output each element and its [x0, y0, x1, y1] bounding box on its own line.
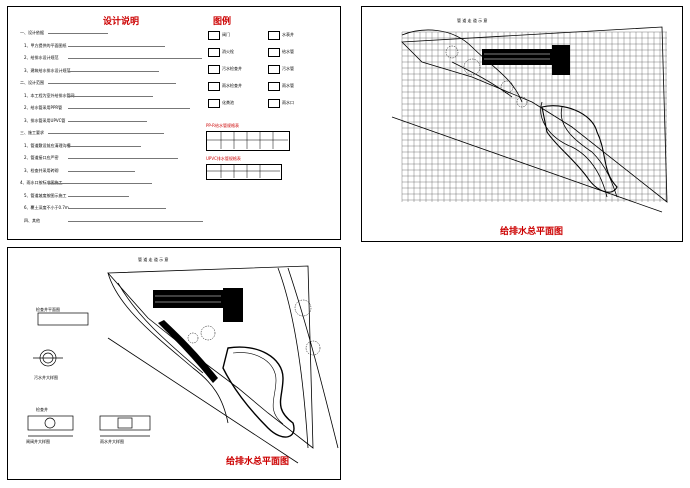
legend-label: 给水管: [282, 48, 294, 54]
note-line: 2、管道接口应严密: [24, 155, 59, 160]
note-text-underline: [68, 95, 153, 97]
pipe-icon: [268, 65, 280, 74]
notes-title: 设计说明: [103, 17, 140, 27]
hydrant-icon: [208, 48, 220, 57]
note-text-underline: [68, 195, 129, 197]
note-text-underline: [68, 220, 203, 222]
note-text-underline: [68, 158, 178, 159]
note-line: 二、设计范围: [20, 80, 44, 85]
detail-label: 污水井大样图: [34, 375, 58, 380]
site-plan-sheet-1: 管 道 走 道 示 意 给排水总平面图: [361, 6, 683, 242]
plan2-top-label: 管 道 走 道 示 意: [138, 257, 169, 262]
legend-label: 水表井: [282, 31, 294, 37]
spec-table-1: [206, 131, 290, 151]
note-text-underline: [68, 208, 166, 209]
note-line: 6、覆土深度不小于0.7m: [24, 205, 69, 210]
valve-icon: [208, 31, 220, 40]
site-plan-drawing-2: [27, 265, 339, 464]
note-text-underline: [48, 83, 176, 84]
building-tower-2: [223, 288, 243, 322]
note-text-underline: [68, 145, 141, 147]
building-block: [482, 49, 552, 65]
note-line: 4、雨水口按标准图施工: [20, 180, 63, 185]
note-line: 四、其他: [24, 217, 40, 223]
spec-table-2: [206, 164, 282, 180]
note-text-underline: [68, 108, 190, 109]
plan1-title: 给排水总平面图: [500, 227, 564, 237]
note-line: 3、检查井采用砖砌: [24, 167, 59, 173]
legend-label: 雨水检查井: [222, 82, 242, 88]
note-text-underline: [68, 120, 147, 122]
note-text-underline: [68, 58, 202, 59]
note-line: 三、施工要求: [20, 130, 44, 135]
inlet-icon: [268, 99, 280, 108]
detail-box-1: [37, 312, 89, 326]
note-line: 1、本工程为室外给排水管网: [24, 92, 75, 98]
legend-label: 化粪池: [222, 99, 234, 105]
building-tower: [552, 45, 570, 75]
detail-label: 检查井: [36, 407, 48, 412]
note-line: 5、管道坡度按图示施工: [24, 192, 67, 198]
notes-table-grid: [206, 131, 288, 178]
legend-label: 阀门: [222, 31, 230, 37]
legend-label: 雨水口: [282, 99, 294, 105]
note-text-underline: [68, 170, 135, 172]
detail-label: 雨水井大样图: [100, 439, 124, 444]
legend-title: 图例: [213, 17, 232, 27]
note-text-underline: [48, 133, 164, 134]
note-line: 3、建筑给水排水设计规范: [24, 67, 71, 73]
pipe-icon: [268, 48, 280, 57]
note-line: 2、给排水设计规范: [24, 55, 59, 60]
meter-icon: [268, 31, 280, 40]
note-text-underline: [48, 183, 152, 184]
building-block-2: [153, 290, 223, 308]
plan2-title: 给排水总平面图: [226, 457, 290, 467]
note-text-underline: [68, 70, 159, 72]
note-line: 一、设计依据: [20, 30, 44, 35]
detail-label: 闸阀井大样图: [26, 439, 50, 444]
site-plan-drawing-1: [391, 26, 668, 213]
legend-label: 雨水管: [282, 82, 294, 88]
table2-caption: UPVC排水管规格表: [206, 156, 241, 161]
manhole-icon: [208, 65, 220, 74]
note-line: 3、排水管采用UPVC管: [24, 117, 66, 123]
design-notes-sheet: 设计说明 图例 一、设计依据 1、甲方提供的平面图纸 2、给排水设计规范 3、建筑给水…: [7, 6, 341, 240]
note-text-underline: [68, 45, 165, 47]
legend-label: 消火栓: [222, 48, 234, 54]
legend-label: 污水管: [282, 65, 294, 71]
pipe-icon: [268, 82, 280, 91]
manhole-icon: [208, 82, 220, 91]
note-text-underline: [48, 33, 108, 34]
site-plan-sheet-2: 管 道 走 道 示 意 检查井平面图污水井大样图检查井闸阀井大样图雨水井大样图 …: [7, 247, 341, 480]
septic-icon: [208, 99, 220, 108]
detail-label: 检查井平面图: [36, 307, 60, 312]
table1-caption: PP-R给水管规格表: [206, 123, 239, 128]
note-line: 1、管道敷设前应清理沟槽: [24, 142, 71, 148]
note-line: 1、甲方提供的平面图纸: [24, 42, 67, 48]
note-line: 2、给水管采用PPR管: [24, 105, 63, 110]
plan1-top-label: 管 道 走 道 示 意: [457, 18, 488, 23]
legend-label: 污水检查井: [222, 65, 242, 71]
